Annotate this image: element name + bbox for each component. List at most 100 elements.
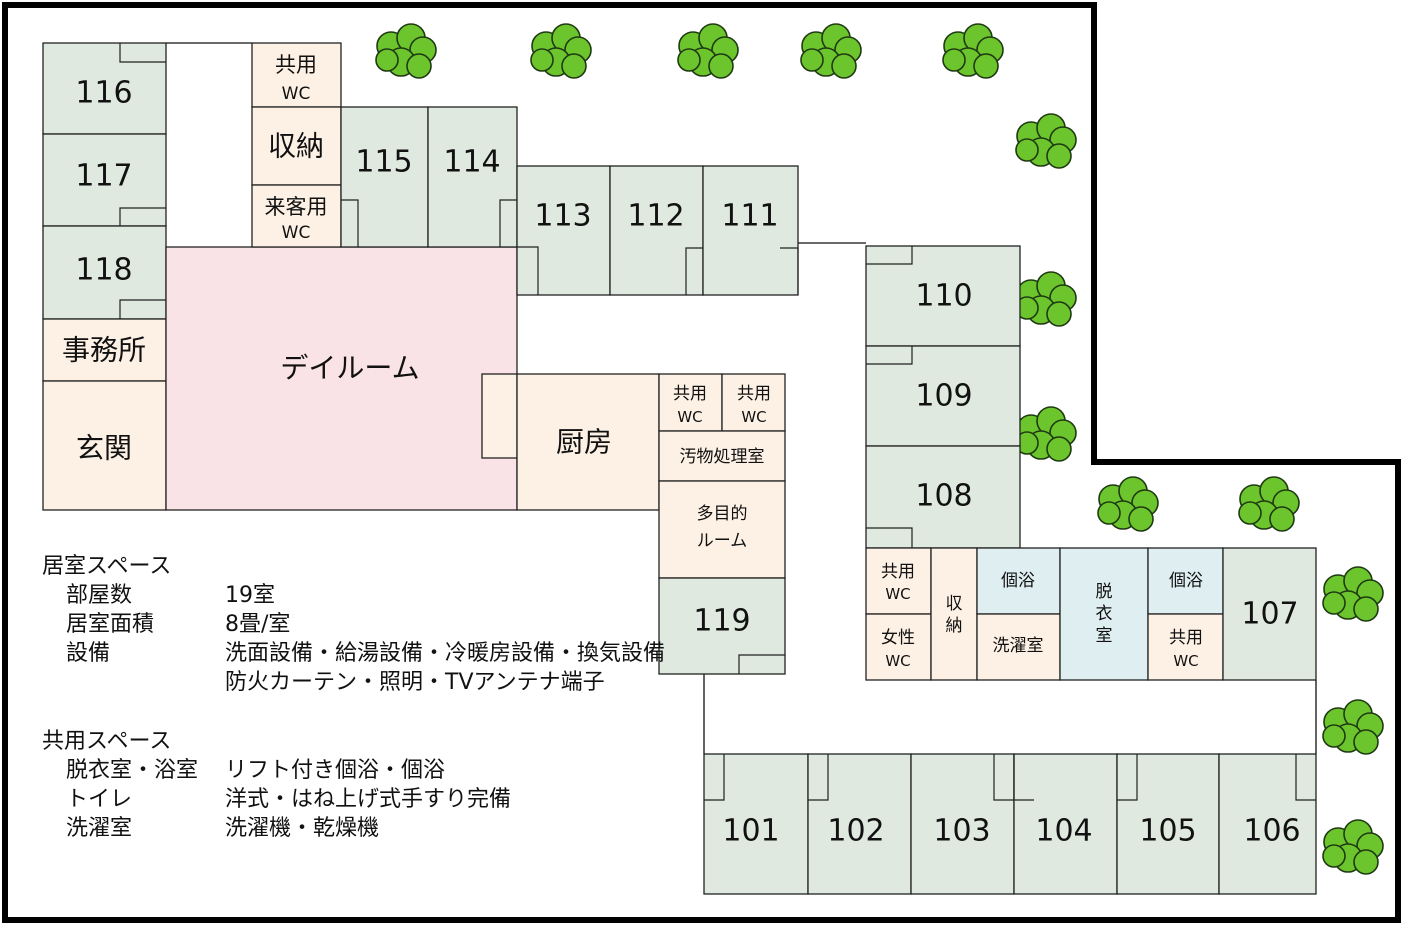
corridor-east — [703, 674, 1317, 754]
legend-value: 8畳/室 — [225, 612, 291, 637]
entrance-label: 玄関 — [76, 432, 132, 465]
room-108 — [865, 445, 1021, 549]
room-label-116: 116 — [75, 76, 132, 111]
room-label-102: 102 — [827, 814, 884, 849]
room-label-106: 106 — [1243, 814, 1300, 849]
bath-label: 個浴 — [1001, 571, 1035, 591]
legend-label: 部屋数 — [66, 583, 133, 608]
kitchen-alcove — [481, 373, 518, 459]
room-label-115: 115 — [355, 145, 412, 180]
multipurpose-label: 多目的 — [697, 504, 748, 524]
wc-label: WC — [885, 652, 910, 670]
storage-label: 収 — [946, 594, 963, 614]
legend-value: 洗面設備・給湯設備・冷暖房設備・換気設備 — [225, 641, 666, 666]
wc-label: WC — [677, 408, 702, 426]
shared-label: 共用 — [1169, 628, 1203, 648]
office — [42, 318, 167, 382]
wc-label: WC — [885, 585, 910, 603]
room-label-119: 119 — [693, 604, 750, 639]
tree-icon — [800, 23, 862, 79]
room-label-111: 111 — [721, 199, 778, 234]
multipurpose-label: ルーム — [697, 531, 748, 551]
room-119 — [658, 577, 786, 675]
storage-label: 納 — [946, 616, 963, 636]
bath-label: 個浴 — [1169, 571, 1203, 591]
storage-label: 収納 — [268, 130, 324, 163]
room-117 — [42, 133, 167, 227]
soiled-room-label: 汚物処理室 — [680, 447, 765, 467]
shared-label: 共用 — [881, 562, 915, 582]
dayroom-label: デイルーム — [280, 352, 419, 385]
tree-icon — [1322, 819, 1384, 875]
tree-icon — [1097, 476, 1159, 532]
room-115 — [340, 106, 429, 248]
kitchen — [516, 373, 660, 511]
guest-label: 来客用 — [265, 195, 328, 219]
dressing-room — [1059, 547, 1149, 681]
tree-icon — [677, 23, 739, 79]
room-label-118: 118 — [75, 253, 132, 288]
legend-value: 防火カーテン・照明・TVアンテナ端子 — [225, 670, 605, 695]
soiled-room — [658, 430, 786, 482]
room-label-107: 107 — [1241, 597, 1298, 632]
room-label-101: 101 — [722, 814, 779, 849]
room-101 — [703, 753, 809, 895]
laundry-label: 洗濯室 — [993, 636, 1044, 656]
room-107 — [1222, 547, 1317, 681]
room-103 — [910, 753, 1015, 895]
room-106 — [1218, 753, 1317, 895]
room-label-113: 113 — [534, 199, 591, 234]
legend-heading: 居室スペース — [42, 554, 172, 579]
room-label-117: 117 — [75, 159, 132, 194]
wc-label: WC — [282, 84, 311, 104]
tree-icon — [1015, 406, 1077, 462]
legend-value: リフト付き個浴・個浴 — [225, 758, 446, 783]
tree-icon — [1015, 271, 1077, 327]
dressing-label: 脱 — [1096, 582, 1113, 602]
legend-value: 洋式・はね上げ式手すり完備 — [225, 787, 512, 812]
room-102 — [807, 753, 912, 895]
storage-top — [251, 106, 342, 186]
dressing-label: 衣 — [1096, 604, 1113, 624]
office-label: 事務所 — [62, 334, 146, 367]
tree-icon — [1322, 566, 1384, 622]
legend-value: 19室 — [225, 583, 275, 608]
room-label-112: 112 — [627, 199, 684, 234]
legend-label: 脱衣室・浴室 — [66, 758, 199, 783]
shared-label: 共用 — [275, 53, 317, 77]
room-label-109: 109 — [915, 379, 972, 414]
room-label-105: 105 — [1139, 814, 1196, 849]
female-wc — [865, 613, 932, 681]
bath-1 — [976, 547, 1061, 615]
room-114 — [427, 106, 518, 248]
room-116 — [42, 42, 167, 135]
dressing-label: 室 — [1096, 626, 1113, 646]
legend-shared: 共用スペース 脱衣室・浴室 リフト付き個浴・個浴 トイレ 洋式・はね上げ式手すり… — [42, 727, 511, 846]
bath-2 — [1147, 547, 1224, 615]
tree-icon — [1015, 113, 1077, 169]
wc-label: WC — [1173, 652, 1198, 670]
guest-wc — [251, 184, 342, 248]
shared-label: 共用 — [737, 384, 771, 404]
storage-se — [930, 547, 978, 681]
room-111 — [702, 165, 799, 296]
room-label-103: 103 — [933, 814, 990, 849]
tree-icon — [375, 23, 437, 79]
dayroom — [165, 246, 518, 511]
legend-label: トイレ — [66, 787, 133, 812]
legend-heading: 共用スペース — [42, 729, 172, 754]
room-label-114: 114 — [443, 145, 500, 180]
room-113 — [516, 165, 611, 296]
multipurpose-room — [658, 480, 786, 579]
legend-label: 洗濯室 — [66, 816, 133, 841]
room-label-104: 104 — [1035, 814, 1092, 849]
wc-label: WC — [282, 223, 311, 243]
room-112 — [609, 165, 704, 296]
legend-value: 洗濯機・乾燥機 — [225, 816, 380, 841]
laundry-room — [976, 613, 1061, 681]
room-105 — [1116, 753, 1220, 895]
tree-icon — [1238, 476, 1300, 532]
tree-icon — [942, 23, 1004, 79]
